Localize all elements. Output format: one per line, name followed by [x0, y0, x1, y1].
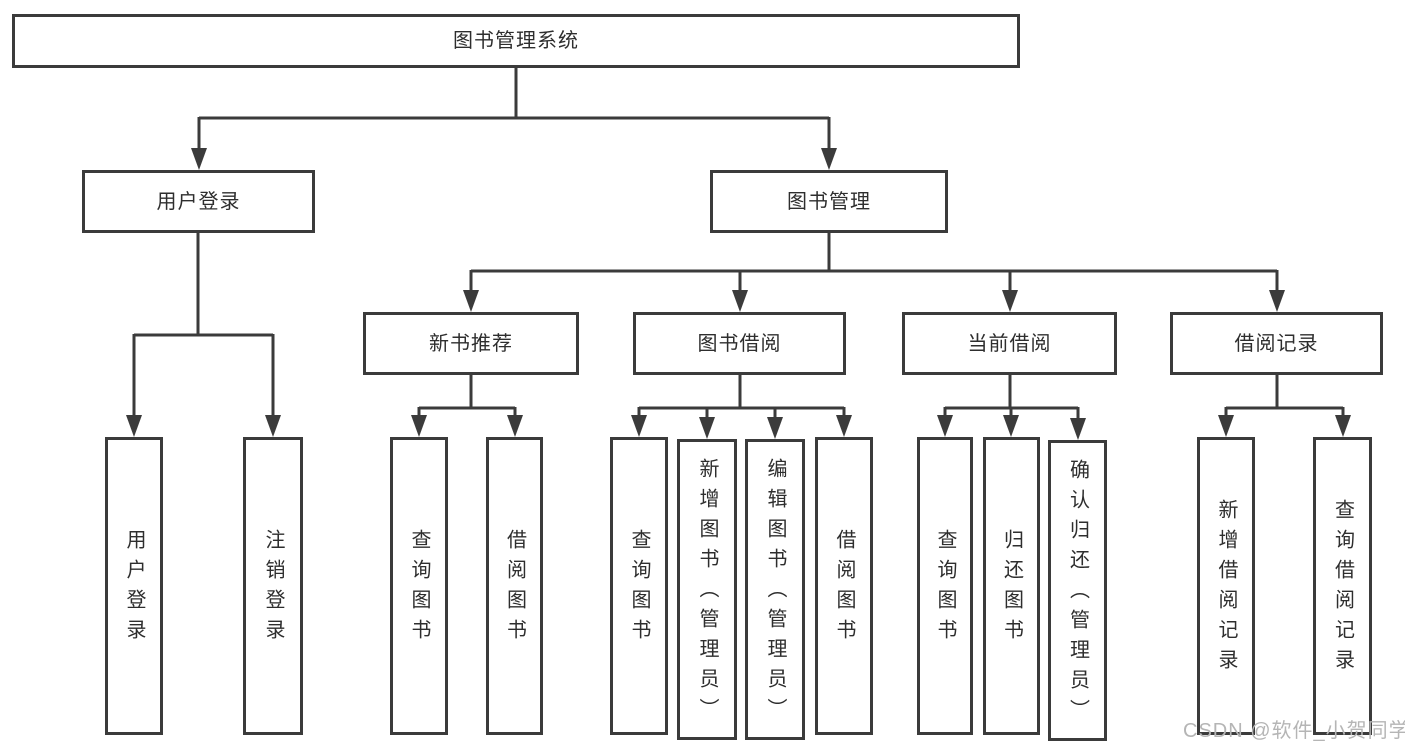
leaf-borrow-books-1: 借阅图书: [486, 437, 543, 735]
node-book-management: 图书管理: [710, 170, 948, 233]
leaf-query-books-2: 查询图书: [610, 437, 668, 735]
leaf-add-borrow-record: 新增借阅记录: [1197, 437, 1255, 735]
leaf-borrow-books-2: 借阅图书: [815, 437, 873, 735]
node-book-borrowing: 图书借阅: [633, 312, 846, 375]
leaf-logout: 注销登录: [243, 437, 303, 735]
leaf-return-books: 归还图书: [983, 437, 1040, 735]
node-user-login: 用户登录: [82, 170, 315, 233]
watermark: CSDN @软件_小贺同学: [1183, 720, 1405, 742]
node-library-management-system: 图书管理系统: [12, 14, 1020, 68]
leaf-query-books-3: 查询图书: [917, 437, 973, 735]
node-current-borrowing: 当前借阅: [902, 312, 1117, 375]
leaf-user-login: 用户登录: [105, 437, 163, 735]
node-new-book-recommendation: 新书推荐: [363, 312, 579, 375]
leaf-query-books-1: 查询图书: [390, 437, 448, 735]
leaf-add-books-admin: 新增图书（管理员）: [677, 439, 737, 740]
node-borrowing-records: 借阅记录: [1170, 312, 1383, 375]
leaf-confirm-return-admin: 确认归还（管理员）: [1048, 440, 1107, 741]
leaf-query-borrow-record: 查询借阅记录: [1313, 437, 1372, 735]
leaf-edit-books-admin: 编辑图书（管理员）: [745, 439, 805, 740]
